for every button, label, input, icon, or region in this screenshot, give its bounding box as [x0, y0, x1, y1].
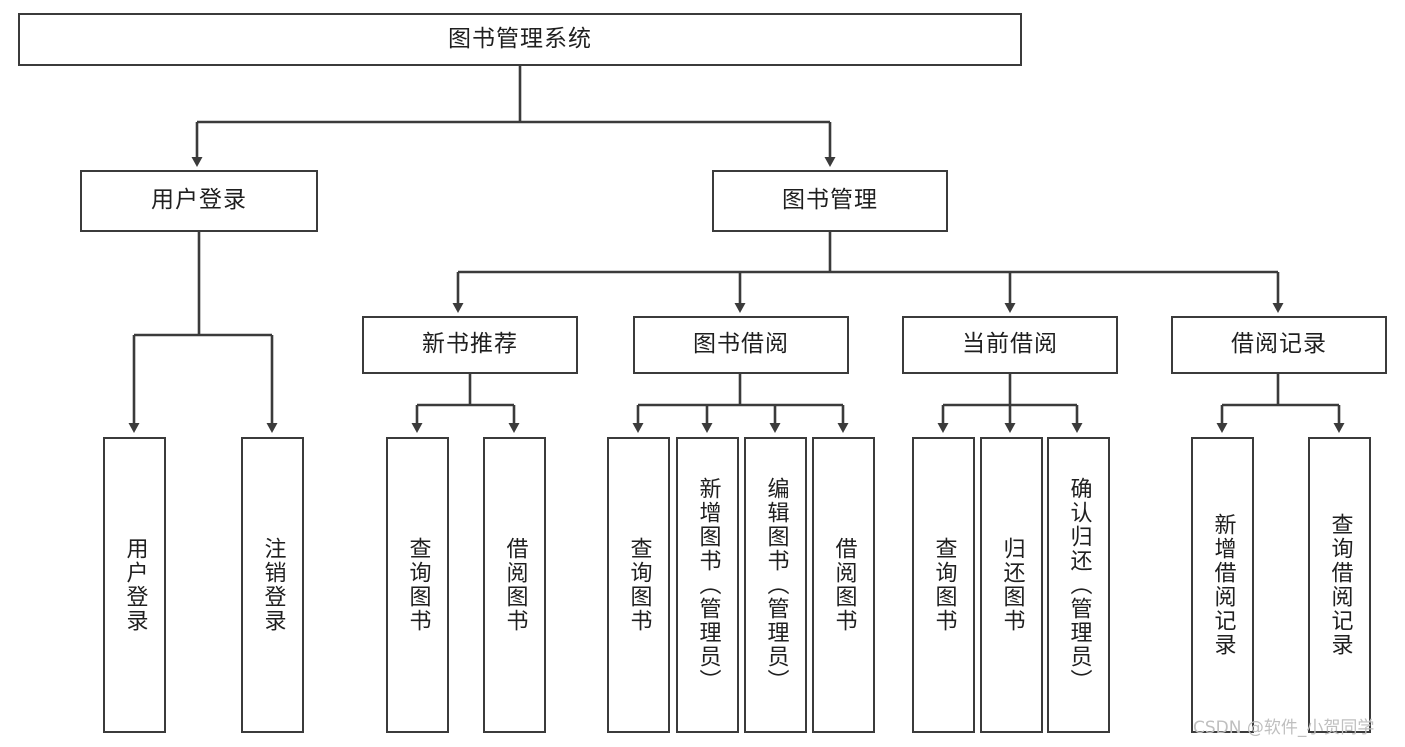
node-book-borrow[interactable]: 图书借阅 [633, 316, 849, 374]
node-root-system[interactable]: 图书管理系统 [18, 13, 1022, 66]
leaf-record-add-record[interactable]: 新增借阅记录 [1191, 437, 1254, 733]
csdn-watermark: CSDN @软件_小贺同学 [1193, 718, 1375, 738]
node-book-management[interactable]: 图书管理 [712, 170, 948, 232]
node-label: 新书推荐 [422, 331, 518, 358]
leaf-borrow-query-book[interactable]: 查询图书 [607, 437, 670, 733]
leaf-recommend-borrow-book[interactable]: 借阅图书 [483, 437, 546, 733]
node-label: 图书管理系统 [448, 25, 592, 52]
node-label: 借阅记录 [1231, 331, 1327, 358]
node-label: 用户登录 [151, 187, 247, 214]
node-label: 当前借阅 [962, 331, 1058, 358]
node-label: 归还图书 [999, 537, 1025, 633]
node-user-login[interactable]: 用户登录 [80, 170, 318, 232]
node-label: 新增借阅记录 [1210, 513, 1236, 657]
node-label: 借阅图书 [831, 537, 857, 633]
node-label: 查询图书 [931, 537, 957, 633]
leaf-borrow-add-book-admin[interactable]: 新增图书（管理员） [676, 437, 739, 733]
leaf-recommend-query-book[interactable]: 查询图书 [386, 437, 449, 733]
node-borrow-record[interactable]: 借阅记录 [1171, 316, 1387, 374]
node-label: 注销登录 [260, 537, 286, 633]
leaf-current-confirm-return-admin[interactable]: 确认归还（管理员） [1047, 437, 1110, 733]
node-label: 确认归还（管理员） [1066, 477, 1092, 693]
node-label: 新增图书（管理员） [695, 477, 721, 693]
node-label: 用户登录 [122, 537, 148, 633]
node-current-borrow[interactable]: 当前借阅 [902, 316, 1118, 374]
leaf-user-login-login[interactable]: 用户登录 [103, 437, 166, 733]
node-label: 借阅图书 [502, 537, 528, 633]
node-new-book-recommend[interactable]: 新书推荐 [362, 316, 578, 374]
node-label: 查询借阅记录 [1327, 513, 1353, 657]
node-label: 图书借阅 [693, 331, 789, 358]
node-label: 编辑图书（管理员） [763, 477, 789, 693]
node-label: 查询图书 [405, 537, 431, 633]
node-label: 查询图书 [626, 537, 652, 633]
leaf-borrow-borrow-book[interactable]: 借阅图书 [812, 437, 875, 733]
node-label: 图书管理 [782, 187, 878, 214]
leaf-current-return-book[interactable]: 归还图书 [980, 437, 1043, 733]
leaf-current-query-book[interactable]: 查询图书 [912, 437, 975, 733]
leaf-borrow-edit-book-admin[interactable]: 编辑图书（管理员） [744, 437, 807, 733]
leaf-record-query-record[interactable]: 查询借阅记录 [1308, 437, 1371, 733]
leaf-user-login-logout[interactable]: 注销登录 [241, 437, 304, 733]
